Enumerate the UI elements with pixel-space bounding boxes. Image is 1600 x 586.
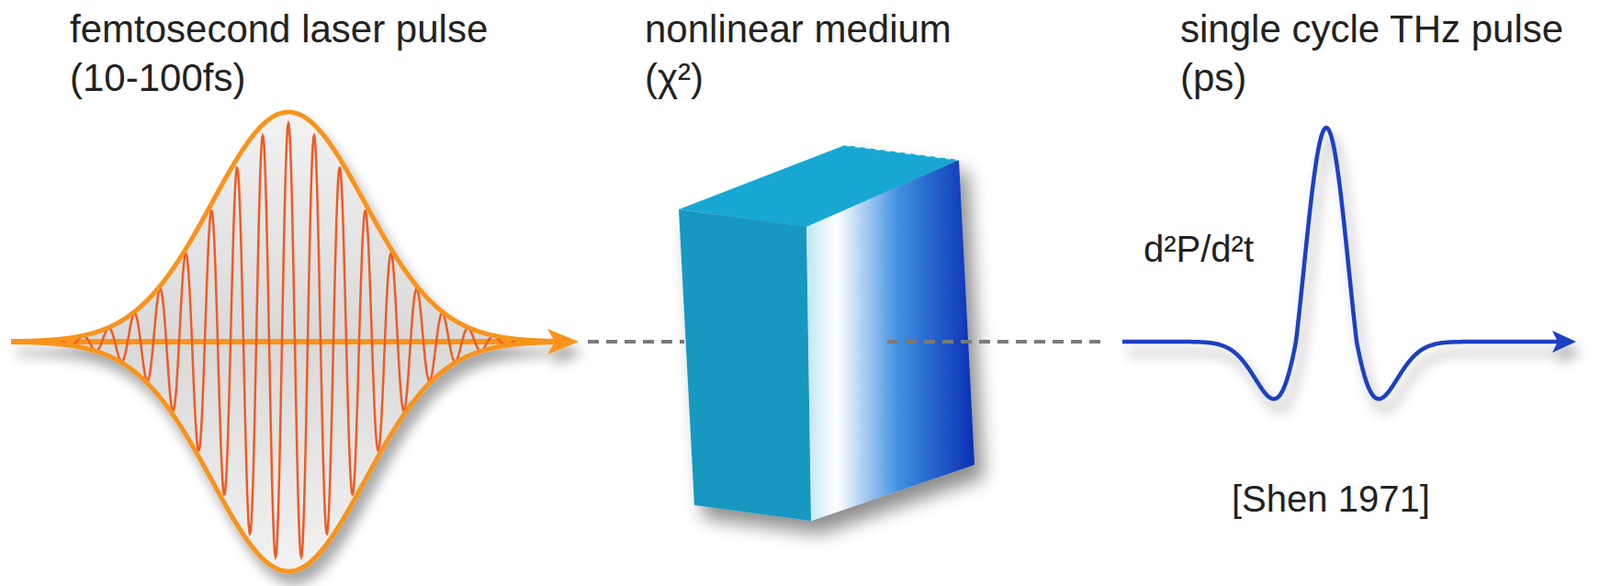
citation-label: [Shen 1971] [1231,475,1431,522]
formula-label: d²P/d²t [1143,225,1254,272]
medium-label: nonlinear medium (χ²) [644,5,992,102]
carrier-wave [18,123,557,558]
beam-path [587,339,685,344]
pulse-envelope [18,112,556,342]
arrow-head [1552,330,1577,353]
pulse-label: femtosecond laser pulse (10-100fs) [69,5,533,102]
output-label: single cycle THz pulse (ps) [1180,5,1589,102]
beam-path [887,339,1107,344]
laser-pulse [11,112,579,572]
crystal-edge [845,145,959,160]
crystal-front [678,209,812,521]
thz-pulse [1122,127,1577,399]
thz-waveform [1122,127,1558,399]
nonlinear-crystal [678,145,975,521]
pulse-envelope [18,341,556,572]
